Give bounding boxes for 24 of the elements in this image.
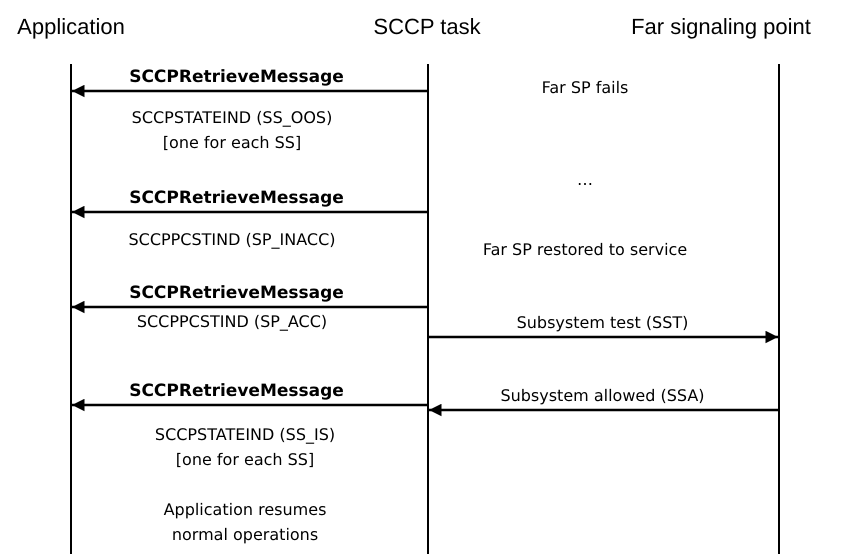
lifeline-title: SCCP task <box>372 14 482 40</box>
note-text: SCCPPCSTIND (SP_INACC) <box>128 230 336 250</box>
note-text: … <box>577 170 593 190</box>
note-text: [one for each SS] <box>176 450 314 470</box>
edge-label: SCCPRetrieveMessage <box>127 188 346 208</box>
arrow <box>72 206 427 218</box>
edge-label: SCCPRetrieveMessage <box>127 67 346 87</box>
edge-label: SCCPRetrieveMessage <box>127 283 346 303</box>
note-text: Far SP fails <box>542 78 628 98</box>
edge-label: SCCPRetrieveMessage <box>127 381 346 401</box>
arrow <box>429 404 778 416</box>
note-text: SCCPSTATEIND (SS_IS) <box>154 425 336 445</box>
arrow <box>72 84 427 98</box>
lifeline-title: Far signaling point <box>630 14 812 40</box>
note-text: normal operations <box>172 525 318 545</box>
lifeline-title: Application <box>16 14 126 40</box>
note-text: SCCPSTATEIND (SS_OOS) <box>132 108 332 128</box>
note-text: SCCPPCSTIND (SP_ACC) <box>136 312 328 332</box>
arrow <box>72 300 427 314</box>
arrow <box>429 330 778 344</box>
note-text: Far SP restored to service <box>482 240 688 260</box>
arrow <box>72 398 427 412</box>
note-text: Application resumes <box>164 500 326 520</box>
note-text: [one for each SS] <box>162 133 302 153</box>
